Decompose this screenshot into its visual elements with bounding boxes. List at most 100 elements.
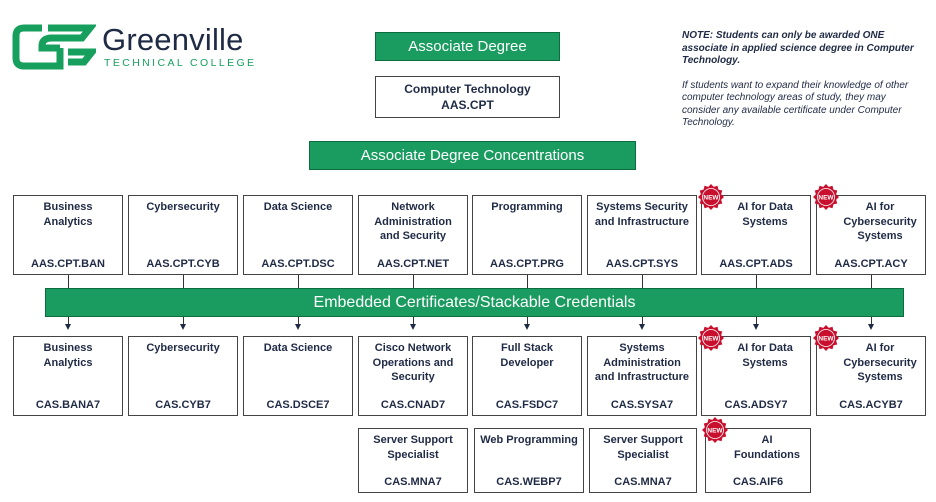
connector-line xyxy=(642,317,643,325)
degree-name: Computer Technology xyxy=(404,82,531,96)
connector-line xyxy=(68,317,69,325)
certificate-code: CAS.CNAD7 xyxy=(380,399,446,411)
concentration-code: AAS.CPT.BAN xyxy=(31,258,105,270)
concentration-code: AAS.CPT.DSC xyxy=(261,258,335,270)
connector-line xyxy=(527,317,528,325)
connector-line xyxy=(183,317,184,325)
concentration-name: AI for Data Systems xyxy=(737,201,793,228)
new-badge-label: NEW xyxy=(703,336,719,343)
note-main: NOTE: Students can only be awarded ONE a… xyxy=(682,30,914,66)
concentration-code: AAS.CPT.SYS xyxy=(605,258,679,270)
new-badge-label: NEW xyxy=(707,428,723,435)
down-arrow-icon xyxy=(65,324,71,330)
new-badge-icon: NEW xyxy=(698,325,724,351)
extra-certificate-name: Server Support Specialist xyxy=(603,434,683,461)
connector-line xyxy=(642,275,643,288)
concentration-name: Cybersecurity xyxy=(146,201,220,213)
note-secondary: If students want to expand their knowled… xyxy=(682,79,909,129)
certificate-name: Cybersecurity xyxy=(146,342,220,354)
certificate-name: Full Stack Developer xyxy=(500,342,554,369)
connector-line xyxy=(298,275,299,288)
connector-line xyxy=(298,317,299,325)
connector-line xyxy=(756,275,757,288)
associate-degree-header: Associate Degree xyxy=(375,32,560,61)
down-arrow-icon xyxy=(180,324,186,330)
connector-line xyxy=(756,317,757,325)
down-arrow-icon xyxy=(868,324,874,330)
certificate-code: CAS.SYSA7 xyxy=(610,399,674,411)
connector-line xyxy=(183,275,184,288)
connector-line xyxy=(68,275,69,288)
degree-box: Computer Technology AAS.CPT xyxy=(375,76,560,118)
concentration-name: Data Science xyxy=(263,201,333,213)
down-arrow-icon xyxy=(753,324,759,330)
new-badge-label: NEW xyxy=(703,195,719,202)
concentration-code: AAS.CPT.CYB xyxy=(146,258,220,270)
certificate-name: Systems Administration and Infrastructur… xyxy=(594,342,690,383)
certificate-name: AI for Data Systems xyxy=(737,342,793,369)
concentration-name: Programming xyxy=(491,201,563,213)
new-badge-label: NEW xyxy=(818,195,834,202)
certificate-box-5: Systems Administration and Infrastructur… xyxy=(587,336,697,416)
degree-code: AAS.CPT xyxy=(441,98,494,112)
embedded-certificates-bar: Embedded Certificates/Stackable Credenti… xyxy=(45,288,904,317)
certificate-code: CAS.ADSY7 xyxy=(724,399,788,411)
concentration-name: AI for Cybersecurity Systems xyxy=(843,201,917,242)
certificate-code: CAS.BANA7 xyxy=(35,399,101,411)
college-logo: Greenville TECHNICAL COLLEGE xyxy=(12,20,262,74)
connector-line xyxy=(413,275,414,288)
college-name: Greenville xyxy=(102,22,244,57)
college-logo-mark xyxy=(12,24,96,70)
certificate-code: CAS.CYB7 xyxy=(155,399,211,411)
new-badge-icon: NEW xyxy=(702,417,728,443)
certificate-name: Data Science xyxy=(263,342,333,354)
certificate-name: Cisco Network Operations and Security xyxy=(372,342,454,383)
down-arrow-icon xyxy=(639,324,645,330)
concentrations-header: Associate Degree Concentrations xyxy=(309,141,636,170)
down-arrow-icon xyxy=(524,324,530,330)
certificate-code: CAS.ACYB7 xyxy=(839,399,903,411)
college-subtitle: TECHNICAL COLLEGE xyxy=(104,57,257,69)
certificate-name: Business Analytics xyxy=(43,342,93,369)
extra-certificate-code: CAS.MNA7 xyxy=(614,476,672,488)
connector-line xyxy=(527,275,528,288)
new-badge-icon: NEW xyxy=(698,184,724,210)
extra-certificate-name: Web Programming xyxy=(480,434,578,446)
extra-certificate-name: Server Support Specialist xyxy=(373,434,453,461)
concentration-code: AAS.CPT.ADS xyxy=(719,258,793,270)
certificate-code: CAS.DSCE7 xyxy=(266,399,330,411)
concentration-name: Network Administration and Security xyxy=(374,201,452,242)
concentration-name: Systems Security and Infrastructure xyxy=(594,201,690,228)
new-badge-icon: NEW xyxy=(813,325,839,351)
connector-line xyxy=(871,317,872,325)
new-badge-label: NEW xyxy=(818,336,834,343)
concentration-code: AAS.CPT.ACY xyxy=(834,258,908,270)
connector-line xyxy=(871,275,872,288)
extra-certificate-name: AI Foundations xyxy=(734,434,800,461)
down-arrow-icon xyxy=(295,324,301,330)
concentration-code: AAS.CPT.NET xyxy=(376,258,450,270)
extra-certificate-code: CAS.WEBP7 xyxy=(496,476,562,488)
concentration-name: Business Analytics xyxy=(43,201,93,228)
down-arrow-icon xyxy=(410,324,416,330)
certificate-name: AI for Cybersecurity Systems xyxy=(843,342,917,383)
note-block: NOTE: Students can only be awarded ONE a… xyxy=(682,30,922,130)
